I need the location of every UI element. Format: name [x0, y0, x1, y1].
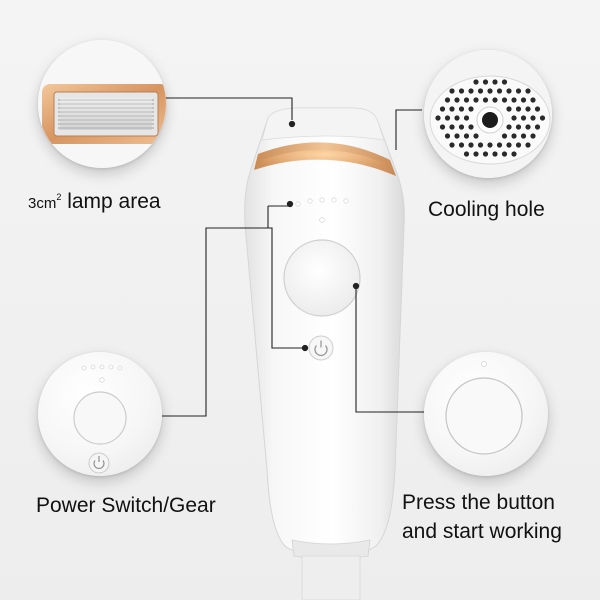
lamp-area-label: 3cm2 lamp area: [28, 190, 161, 214]
vent-hole: [506, 106, 512, 112]
press-button-inset: [424, 352, 548, 476]
vent-hole: [525, 124, 531, 130]
vent-hole: [444, 133, 451, 139]
vent-hole: [501, 151, 508, 157]
vent-hole: [515, 124, 522, 130]
vent-hole: [468, 124, 474, 130]
vent-hole: [473, 97, 479, 103]
vent-hole: [454, 97, 460, 103]
vent-hole: [511, 151, 517, 157]
lamp-area-superscript: 2: [56, 192, 62, 202]
vent-hole: [511, 97, 517, 103]
vent-hole: [449, 106, 455, 112]
vent-hole: [487, 88, 493, 94]
vent-hole: [534, 124, 541, 130]
vent-hole: [463, 115, 470, 121]
lamp-area-inset: [38, 40, 166, 168]
vent-hole: [473, 133, 479, 139]
leader-lines: [160, 97, 424, 417]
vent-hole: [487, 142, 493, 148]
vent-hole: [496, 88, 503, 94]
vent-hole: [449, 88, 455, 94]
vent-hole: [482, 97, 489, 103]
vent-hole: [477, 142, 484, 148]
indicator-lights-icon: [81, 364, 123, 383]
vent-hole: [520, 133, 527, 139]
vent-hole: [501, 97, 508, 103]
vent-hole: [506, 124, 512, 130]
vent-hole: [463, 151, 470, 157]
cooling-vent-icon: [424, 50, 552, 178]
vent-hole: [439, 124, 446, 130]
vent-hole: [454, 133, 460, 139]
lamp-area-value: 3cm: [28, 195, 57, 212]
fan-center: [482, 112, 498, 128]
main-button-on-body: [283, 239, 361, 317]
vent-hole: [530, 115, 536, 121]
vent-hole: [458, 142, 465, 148]
vent-hole: [511, 133, 517, 139]
vent-hole: [520, 97, 527, 103]
vent-hole: [468, 106, 474, 112]
vent-hole: [482, 151, 489, 157]
vent-hole: [444, 115, 451, 121]
vent-hole: [506, 88, 512, 94]
vent-hole: [515, 88, 522, 94]
cooling-hole-inset: [424, 50, 552, 178]
vent-hole: [492, 97, 498, 103]
power-switch-label: Power Switch/Gear: [36, 494, 216, 517]
vent-hole: [444, 97, 451, 103]
power-button-on-body: [308, 335, 334, 361]
power-icon: [93, 460, 105, 470]
vent-hole: [435, 115, 441, 121]
vent-hole: [439, 106, 446, 112]
cooling-hole-label: Cooling hole: [428, 198, 545, 221]
vent-hole: [473, 79, 479, 85]
vent-hole: [454, 115, 460, 121]
vent-hole: [468, 88, 474, 94]
vent-hole: [458, 106, 465, 112]
lamp-window-closeup: [38, 40, 166, 168]
vent-hole: [520, 115, 527, 121]
vent-hole: [525, 88, 531, 94]
vent-hole: [515, 106, 522, 112]
vent-hole: [501, 79, 508, 85]
lamp-area-text: lamp area: [61, 190, 161, 213]
vent-hole: [525, 142, 531, 148]
vent-hole: [477, 88, 484, 94]
vent-hole: [506, 142, 512, 148]
press-button-label: Press the button and start working: [402, 488, 562, 546]
vent-hole: [496, 142, 503, 148]
vent-hole: [463, 97, 470, 103]
vent-hole: [501, 133, 508, 139]
vent-hole: [463, 133, 470, 139]
power-switch-inset: [38, 352, 162, 476]
vent-hole: [473, 151, 479, 157]
vent-hole: [449, 142, 455, 148]
press-button-line-2: and start working: [402, 520, 562, 543]
vent-hole: [530, 97, 536, 103]
vent-hole: [458, 88, 465, 94]
vent-hole: [539, 115, 546, 121]
vent-hole: [511, 115, 517, 121]
vent-hole: [492, 151, 498, 157]
vent-hole: [482, 79, 489, 85]
vent-hole: [530, 133, 536, 139]
vent-hole: [534, 106, 541, 112]
vent-hole: [492, 79, 498, 85]
power-panel-closeup: [73, 364, 127, 474]
vent-hole: [525, 106, 531, 112]
vent-hole: [458, 124, 465, 130]
vent-hole: [468, 142, 474, 148]
press-button-line-1: Press the button: [402, 491, 555, 514]
indicator-lights-icon: [295, 197, 349, 223]
vent-hole: [515, 142, 522, 148]
start-button-closeup: [445, 361, 523, 455]
vent-hole: [449, 124, 455, 130]
